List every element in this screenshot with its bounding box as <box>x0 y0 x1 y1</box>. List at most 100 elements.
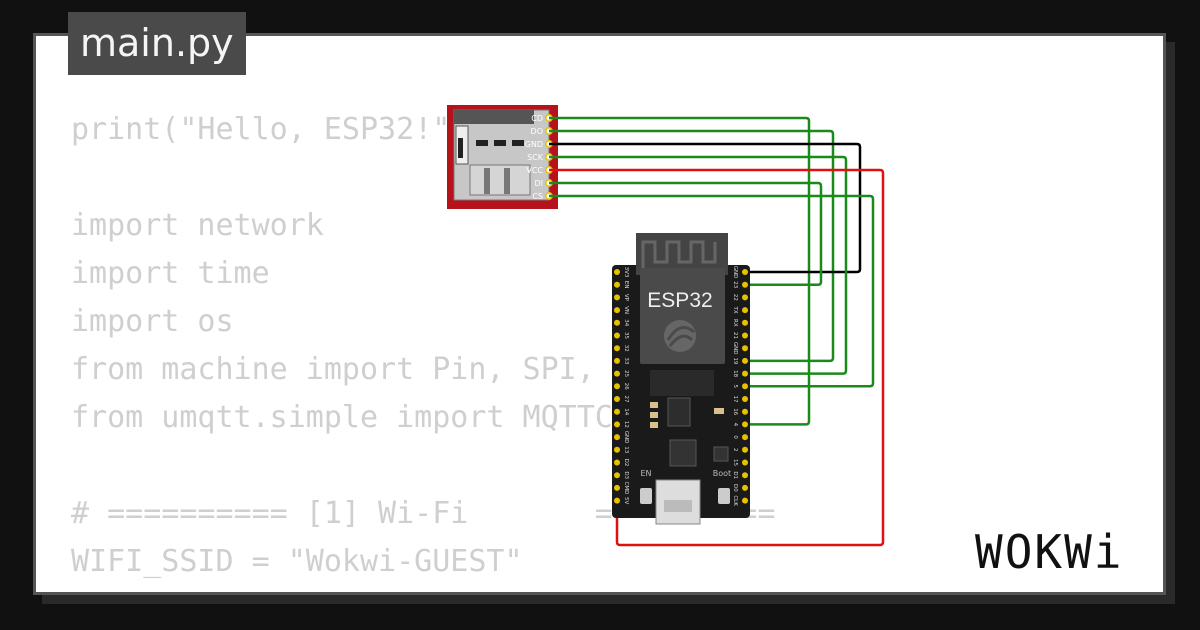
esp32-pin-label: GND <box>732 342 738 355</box>
esp32-pin[interactable] <box>614 357 620 364</box>
esp32-pin-label: 0 <box>732 435 738 439</box>
wire-vcc[interactable] <box>549 168 885 547</box>
esp32-pin[interactable] <box>742 307 748 314</box>
esp32-pin-label: 15 <box>732 459 738 466</box>
esp32-pin[interactable] <box>742 421 748 428</box>
wire-sck[interactable] <box>549 155 848 375</box>
sd-pin-label: CD <box>531 114 543 123</box>
esp32-pin-label: 2 <box>732 448 738 452</box>
wire-gnd[interactable] <box>549 142 862 274</box>
esp32-pin-label: 26 <box>623 383 629 390</box>
esp32-pin-label: VN <box>623 306 629 314</box>
code-line: import network <box>71 208 324 243</box>
esp32-pin-label: 16 <box>732 408 738 415</box>
esp32-pin[interactable] <box>742 484 748 491</box>
esp32-pin-label: 13 <box>623 446 629 453</box>
esp32-pin[interactable] <box>614 307 620 314</box>
esp32-pin[interactable] <box>742 383 748 390</box>
code-line: import os <box>71 304 234 339</box>
wires <box>549 116 885 547</box>
esp32-pin-label: 19 <box>732 357 738 364</box>
sd-pin-label: VCC <box>526 166 543 175</box>
esp32-pin[interactable] <box>742 434 748 441</box>
esp32-pin[interactable] <box>614 484 620 491</box>
en-button[interactable] <box>640 488 652 504</box>
esp32-pin[interactable] <box>614 269 620 275</box>
esp32-pin-label: 25 <box>623 370 629 377</box>
code-line: import time <box>71 256 270 291</box>
esp32-pin-label: 23 <box>732 281 738 288</box>
esp32-pin-label: 32 <box>623 345 629 352</box>
esp32-pin[interactable] <box>742 396 748 402</box>
wire-do[interactable] <box>549 129 835 363</box>
boot-label: Boot <box>713 469 731 478</box>
esp32-pin[interactable] <box>614 345 620 352</box>
esp32-pin[interactable] <box>614 446 620 453</box>
sd-pin-label: CS <box>532 192 543 201</box>
esp32-pin-label: RX <box>732 319 738 327</box>
esp32-label: ESP32 <box>647 289 712 312</box>
code-line: print("Hello, ESP32!") <box>71 112 469 147</box>
en-label: EN <box>640 469 651 478</box>
code-line: WIFI_SSID = "Wokwi-GUEST" <box>71 544 523 579</box>
espressif-icon <box>664 320 696 352</box>
esp32-pin-label: 27 <box>623 396 629 403</box>
esp32-pin-label: D1 <box>732 471 738 479</box>
wokwi-logo[interactable]: WOKWi <box>975 525 1124 579</box>
esp32-pin[interactable] <box>614 383 620 390</box>
esp32-pin-label: 3V3 <box>623 267 629 278</box>
esp32-pin[interactable] <box>742 370 748 377</box>
esp32-pin[interactable] <box>614 332 620 339</box>
esp32-pin-label: CMD <box>623 481 629 494</box>
esp32-pin-label: 21 <box>732 332 738 339</box>
esp32-pin[interactable] <box>742 459 748 466</box>
esp32-board[interactable]: ESP32 EN Boot 3V3ENVPVN34353233252627141… <box>612 233 750 525</box>
esp32-pin-label: D2 <box>623 459 629 467</box>
sd-pin-label: GND <box>525 140 543 149</box>
esp32-pin-label: D3 <box>623 471 629 479</box>
esp32-pin-label: 34 <box>623 319 629 326</box>
esp32-pin[interactable] <box>742 408 748 415</box>
esp32-pin[interactable] <box>614 281 620 288</box>
esp32-pin-label: 18 <box>732 370 738 377</box>
esp32-pin[interactable] <box>614 408 620 415</box>
esp32-pin[interactable] <box>742 472 748 479</box>
esp32-pin[interactable] <box>614 434 620 441</box>
esp32-pin[interactable] <box>742 269 748 275</box>
esp32-pin[interactable] <box>614 421 620 428</box>
esp32-pin-label: 14 <box>623 408 629 415</box>
esp32-pin[interactable] <box>614 370 620 377</box>
esp32-pin[interactable] <box>742 497 748 504</box>
esp32-pin-label: GND <box>623 431 629 444</box>
esp32-pin-label: 33 <box>623 357 629 364</box>
esp32-pin[interactable] <box>614 396 620 402</box>
file-tab[interactable]: main.py <box>68 12 246 75</box>
esp32-pin[interactable] <box>614 294 620 301</box>
esp32-pin-label: 5 <box>732 385 738 389</box>
esp32-pin[interactable] <box>614 319 620 326</box>
esp32-pin-label: TX <box>732 306 738 314</box>
esp32-pin-label: D0 <box>732 484 738 492</box>
esp32-pin[interactable] <box>742 332 748 339</box>
esp32-pin[interactable] <box>614 472 620 479</box>
esp32-pin-label: 35 <box>623 332 629 339</box>
esp32-pin-label: 12 <box>623 421 629 428</box>
wire-cs[interactable] <box>549 194 875 388</box>
esp32-pin-label: 5V <box>623 497 629 504</box>
esp32-pin[interactable] <box>614 459 620 466</box>
wire-di[interactable] <box>549 181 823 286</box>
sd-pin-label: DO <box>531 127 543 136</box>
esp32-pin-label: EN <box>623 281 629 289</box>
esp32-pin-label: CLK <box>732 495 738 506</box>
esp32-pin[interactable] <box>742 357 748 364</box>
esp32-pin-label: GND <box>732 266 738 279</box>
esp32-pin[interactable] <box>614 497 620 504</box>
boot-button[interactable] <box>718 488 730 504</box>
esp32-pin[interactable] <box>742 345 748 352</box>
esp32-pin[interactable] <box>742 294 748 301</box>
esp32-pin[interactable] <box>742 446 748 453</box>
esp32-pin[interactable] <box>742 319 748 326</box>
esp32-pin[interactable] <box>742 281 748 288</box>
